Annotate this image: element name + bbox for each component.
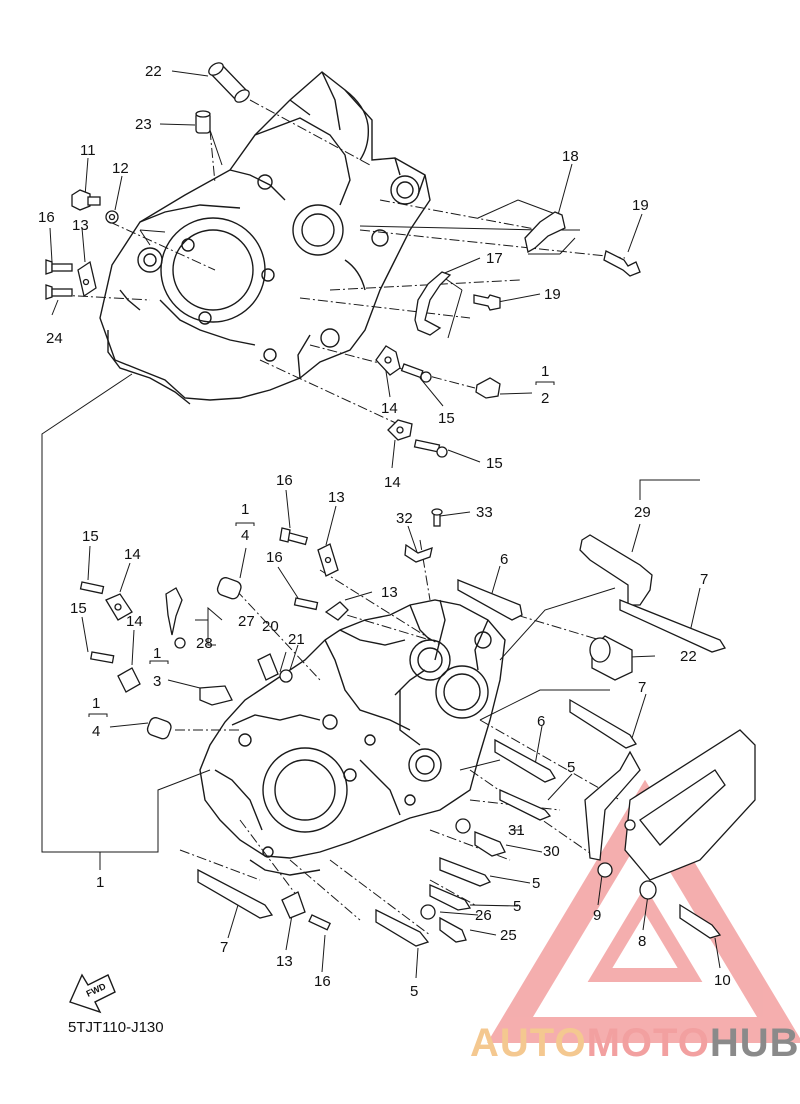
callout-c15d: 15 (70, 600, 87, 617)
callout-c5b: 5 (532, 875, 540, 892)
callout-c14d: 14 (126, 613, 143, 630)
crankcase-right-half (99, 71, 431, 405)
callout-c20: 20 (262, 618, 279, 635)
callout-c28: 28 (196, 635, 213, 652)
watermark-auto: AUTO (470, 1021, 587, 1065)
callout-c26: 26 (475, 907, 492, 924)
callout-c1e: 1 (96, 874, 104, 891)
callout-c5d: 5 (410, 983, 418, 1000)
watermark-hub: HUB (710, 1021, 800, 1065)
assembly-brackets (88, 381, 555, 717)
callout-c29: 29 (634, 504, 651, 521)
callout-c13d: 13 (276, 953, 293, 970)
callout-c25: 25 (500, 927, 517, 944)
watermark-moto: MOTO (587, 1021, 710, 1065)
callout-c13b: 13 (328, 489, 345, 506)
watermark-text: AUTOMOTOHUB (470, 1021, 800, 1065)
callout-c16a: 16 (38, 209, 55, 226)
callout-c16c: 16 (266, 549, 283, 566)
lower-guide-lines (175, 539, 621, 936)
callout-c16b: 16 (276, 472, 293, 489)
callout-c17: 17 (486, 250, 503, 267)
callout-c15b: 15 (486, 455, 503, 472)
callout-c14a: 14 (381, 400, 398, 417)
callout-c21: 21 (288, 631, 305, 648)
callout-c9: 9 (593, 907, 601, 924)
callout-c5c: 5 (513, 898, 521, 915)
callout-c7a: 7 (700, 571, 708, 588)
callout-c14b: 14 (384, 474, 401, 491)
diagram-code: 5TJT110-J130 (68, 1019, 164, 1036)
callout-c5a: 5 (567, 759, 575, 776)
upper-guide-lines (59, 99, 626, 426)
callout-c14c: 14 (124, 546, 141, 563)
callout-c30: 30 (543, 843, 560, 860)
callout-c22b: 22 (680, 648, 697, 665)
callout-c1b: 1 (241, 501, 249, 518)
callout-c19a: 19 (632, 197, 649, 214)
lower-leaders (81, 479, 721, 979)
callout-c7c: 7 (220, 939, 228, 956)
callout-c15a: 15 (438, 410, 455, 427)
callout-c11: 11 (80, 142, 96, 159)
callout-c24: 24 (46, 330, 63, 347)
watermark-triangle (487, 779, 800, 1043)
callout-c22a: 22 (145, 63, 162, 80)
svg-text:AUTOMOTOHUB: AUTOMOTOHUB (470, 1021, 800, 1065)
callout-c3: 3 (153, 673, 161, 690)
callout-c4b: 4 (92, 723, 100, 740)
callout-c1d: 1 (92, 695, 100, 712)
callout-c18: 18 (562, 148, 579, 165)
callout-c32: 32 (396, 510, 413, 527)
callout-c16d: 16 (314, 973, 331, 990)
callout-c13c: 13 (381, 584, 398, 601)
callout-c19b: 19 (544, 286, 561, 303)
upper-small-parts (45, 62, 641, 458)
callout-c1c: 1 (153, 645, 161, 662)
crankcase-left-half (199, 599, 506, 876)
callout-c31: 31 (508, 822, 525, 839)
callout-c4a: 4 (241, 527, 249, 544)
callout-c1a: 1 (541, 363, 549, 380)
callout-c8: 8 (638, 933, 646, 950)
callout-c13a: 13 (72, 217, 89, 234)
callout-c6b: 6 (537, 713, 545, 730)
callout-c12: 12 (112, 160, 129, 177)
callout-c23: 23 (135, 116, 152, 133)
callout-c2: 2 (541, 390, 549, 407)
callout-c15c: 15 (82, 528, 99, 545)
callout-c6a: 6 (500, 551, 508, 568)
callout-c33: 33 (476, 504, 493, 521)
callout-c10: 10 (714, 972, 731, 989)
upper-leaders (41, 70, 643, 870)
lower-small-parts (79, 508, 756, 947)
callout-c27: 27 (238, 613, 255, 630)
fwd-arrow: FWD (69, 973, 116, 1014)
callout-c7b: 7 (638, 679, 646, 696)
